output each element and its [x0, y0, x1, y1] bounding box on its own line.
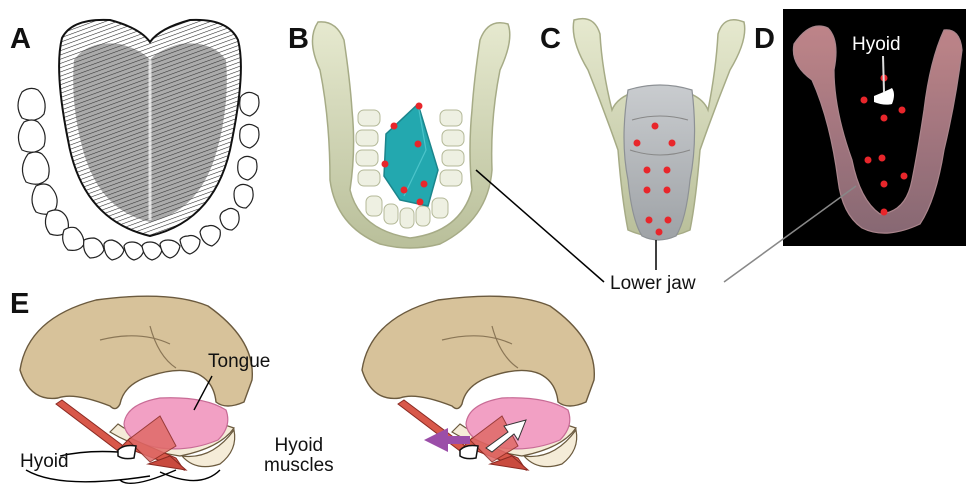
panel-b-mandible-model — [312, 22, 509, 248]
panel-c-mandible-model — [573, 19, 744, 240]
panel-label-c: C — [540, 25, 561, 54]
panel-label-d: D — [754, 25, 775, 54]
panel-a-tongue-illustration — [18, 20, 259, 260]
tongue-label: Tongue — [208, 352, 270, 372]
panel-label-a: A — [10, 25, 31, 54]
panel-e-left-skull — [20, 296, 252, 470]
lower-jaw-label: Lower jaw — [610, 274, 696, 294]
hyoid-label-panel-d: Hyoid — [852, 35, 901, 55]
hyoid-muscles-line-1: Hyoid — [264, 436, 334, 456]
hyoid-muscles-line-2: muscles — [264, 456, 334, 476]
panel-label-b: B — [288, 25, 309, 54]
panel-e-right-skull — [362, 296, 594, 470]
hyoid-muscles-label: Hyoid muscles — [264, 436, 334, 476]
hyoid-label: Hyoid — [20, 452, 69, 472]
panel-label-e: E — [10, 290, 29, 319]
